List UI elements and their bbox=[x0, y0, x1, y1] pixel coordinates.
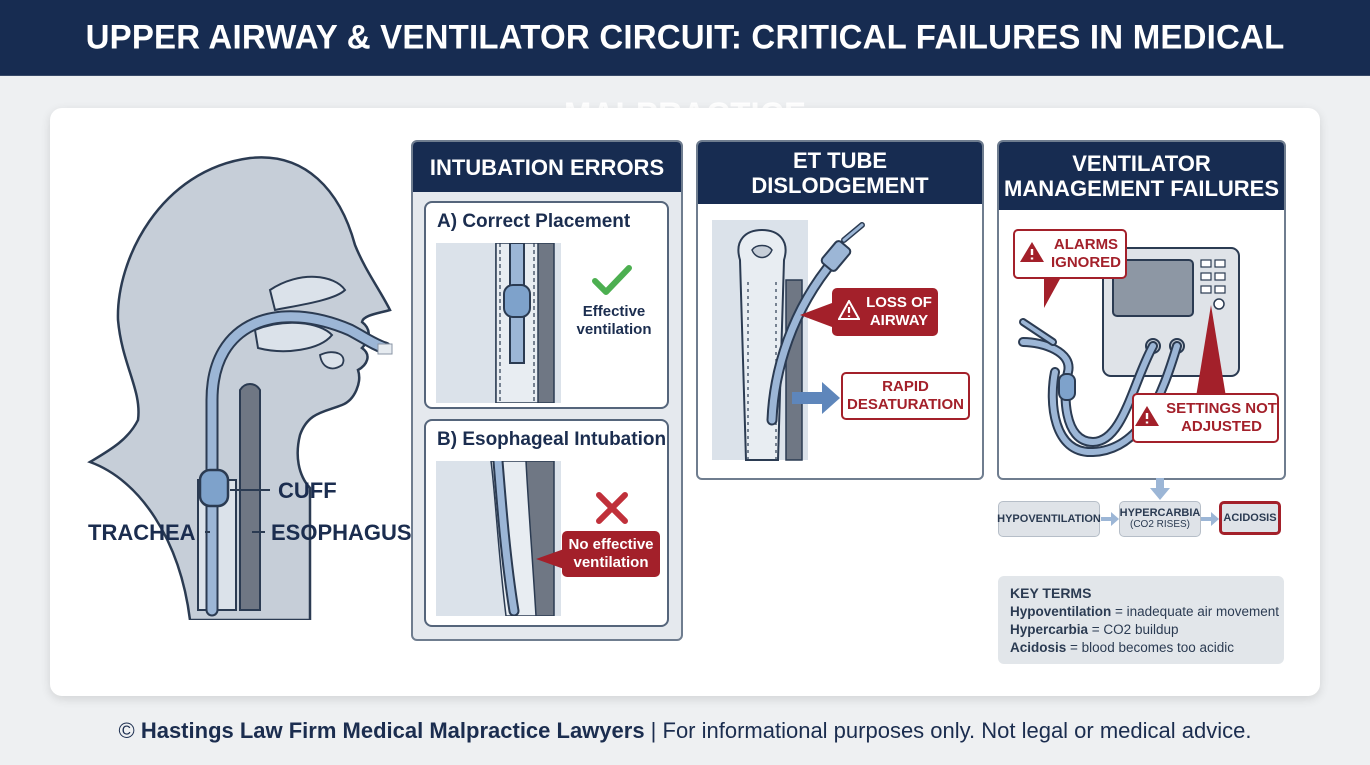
et-tube bbox=[207, 312, 390, 615]
tube-connector bbox=[377, 343, 393, 355]
esophageal-intubation-title: B) Esophageal Intubation bbox=[437, 429, 667, 450]
warning-triangle-icon bbox=[837, 298, 861, 325]
key-terms-box: KEY TERMS Hypoventilation = inadequate a… bbox=[998, 576, 1284, 664]
cuff-label: CUFF bbox=[278, 478, 337, 503]
callout-pointer bbox=[536, 549, 564, 569]
rapid-desaturation-callout: RAPID DESATURATION bbox=[841, 372, 970, 420]
et-tube-dislodgement-title: ET TUBE DISLODGEMENT bbox=[698, 142, 982, 204]
disclaimer: | For informational purposes only. Not l… bbox=[644, 718, 1252, 743]
warning-triangle-icon bbox=[1019, 241, 1045, 268]
footer: © Hastings Law Firm Medical Malpractice … bbox=[0, 718, 1370, 744]
flow-acidosis: ACIDOSIS bbox=[1219, 501, 1281, 535]
warning-triangle-icon bbox=[1134, 405, 1160, 432]
firm-name: Hastings Law Firm Medical Malpractice La… bbox=[140, 718, 645, 743]
flow-hypercarbia: HYPERCARBIA (CO2 RISES) bbox=[1119, 501, 1201, 537]
loss-of-airway-callout: LOSS OF AIRWAY bbox=[832, 288, 938, 336]
flow-hypoventilation: HYPOVENTILATION bbox=[997, 501, 1101, 537]
alarms-ignored-callout: ALARMS IGNORED bbox=[1013, 229, 1127, 279]
settings-not-adjusted-callout: SETTINGS NOT ADJUSTED bbox=[1132, 393, 1279, 443]
right-arrow-icon bbox=[1201, 512, 1219, 526]
cuff-balloon bbox=[198, 468, 230, 508]
copyright-symbol: © bbox=[118, 718, 141, 743]
nasal-cavity bbox=[268, 275, 347, 312]
check-mark-icon bbox=[592, 265, 632, 295]
x-mark-icon bbox=[596, 492, 628, 524]
esophagus-label: ESOPHAGUS bbox=[271, 520, 412, 545]
correct-placement-illustration bbox=[436, 243, 561, 403]
no-effective-ventilation-callout: No effective ventilation bbox=[562, 531, 660, 577]
correct-placement-title: A) Correct Placement bbox=[437, 211, 631, 232]
down-arrow-icon bbox=[1150, 478, 1170, 500]
esophageal-intubation-box: B) Esophageal Intubation No effective ve… bbox=[424, 419, 669, 627]
esophagus bbox=[239, 383, 261, 611]
correct-placement-box: A) Correct Placement Effective ventilati… bbox=[424, 201, 669, 409]
ventilator-management-panel: VENTILATOR MANAGEMENT FAILURES bbox=[997, 140, 1286, 480]
settings-callout-pointer bbox=[1196, 305, 1226, 397]
trachea-label: TRACHEA bbox=[88, 520, 196, 545]
effective-ventilation-note: Effective ventilation bbox=[576, 303, 652, 338]
esophageal-intubation-illustration bbox=[436, 461, 561, 616]
key-term-row: Hypercarbia = CO2 buildup bbox=[1010, 622, 1179, 637]
key-terms-title: KEY TERMS bbox=[1010, 585, 1092, 601]
loss-callout-pointer bbox=[800, 300, 840, 330]
airway-anatomy-illustration bbox=[87, 156, 393, 620]
dislodgement-illustration bbox=[712, 220, 865, 461]
right-arrow-icon bbox=[1101, 512, 1119, 526]
page-title: UPPER AIRWAY & VENTILATOR CIRCUIT: CRITI… bbox=[0, 0, 1370, 134]
intubation-errors-title: INTUBATION ERRORS bbox=[413, 142, 681, 192]
ventilator-management-title: VENTILATOR MANAGEMENT FAILURES bbox=[999, 142, 1284, 210]
lips bbox=[319, 351, 345, 370]
key-term-row: Hypoventilation = inadequate air movemen… bbox=[1010, 604, 1279, 619]
key-term-row: Acidosis = blood becomes too acidic bbox=[1010, 640, 1235, 655]
